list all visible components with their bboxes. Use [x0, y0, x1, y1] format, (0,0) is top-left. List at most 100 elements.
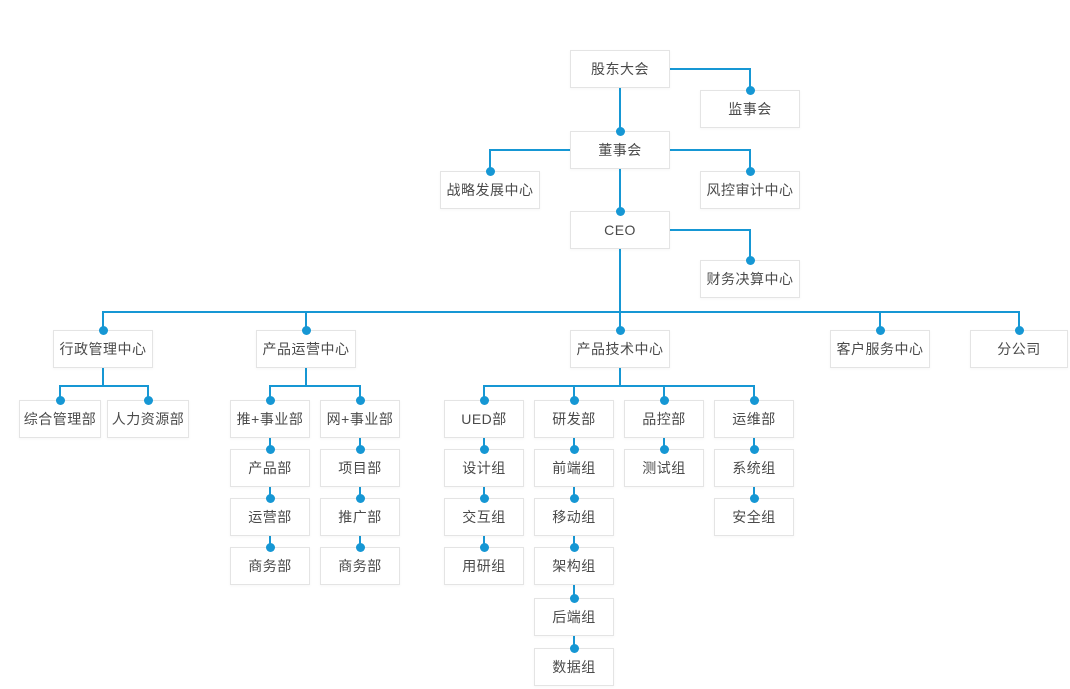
org-node-label: CEO [604, 222, 636, 238]
connector-segment [489, 149, 491, 171]
connector-segment [619, 88, 621, 131]
connector-dot [659, 444, 669, 454]
connector-dot [265, 493, 275, 503]
connector-segment [619, 368, 621, 386]
org-node-label: 行政管理中心 [59, 341, 147, 357]
connector-segment [573, 438, 575, 449]
org-node-label: UED部 [461, 411, 507, 427]
connector-segment [269, 487, 271, 498]
connector-dot [569, 395, 579, 405]
org-node-backend: 后端组 [534, 598, 614, 636]
org-node-business_wang: 商务部 [320, 547, 400, 585]
connector-dot [1014, 325, 1024, 335]
connector-segment [483, 385, 485, 400]
org-node-wang: 网+事业部 [320, 400, 400, 438]
org-node-label: 品控部 [642, 411, 686, 427]
connector-segment [483, 487, 485, 498]
org-node-promotion: 推广部 [320, 498, 400, 536]
connector-dot [479, 395, 489, 405]
org-node-mobile: 移动组 [534, 498, 614, 536]
org-node-frontend: 前端组 [534, 449, 614, 487]
org-node-label: 设计组 [462, 460, 506, 476]
org-node-strategy: 战略发展中心 [440, 171, 540, 209]
org-node-label: 用研组 [462, 558, 506, 574]
connector-segment [483, 385, 755, 387]
connector-segment [59, 385, 149, 387]
org-node-tech: 产品技术中心 [570, 330, 670, 368]
org-node-label: 风控审计中心 [706, 182, 794, 198]
org-node-research: 用研组 [444, 547, 524, 585]
org-node-label: 研发部 [552, 411, 596, 427]
org-node-label: 运营部 [248, 509, 292, 525]
connector-segment [619, 311, 621, 330]
connector-segment [305, 311, 307, 330]
org-node-label: 后端组 [552, 609, 596, 625]
connector-dot [615, 325, 625, 335]
org-node-label: 项目部 [338, 460, 382, 476]
org-node-label: 战略发展中心 [446, 182, 534, 198]
connector-segment [753, 438, 755, 449]
org-node-label: 移动组 [552, 509, 596, 525]
connector-dot [745, 85, 755, 95]
org-node-qc: 品控部 [624, 400, 704, 438]
connector-segment [359, 385, 361, 400]
connector-dot [479, 493, 489, 503]
connector-dot [749, 493, 759, 503]
connector-dot [749, 444, 759, 454]
org-node-security: 安全组 [714, 498, 794, 536]
connector-segment [269, 536, 271, 547]
connector-segment [102, 311, 104, 330]
org-node-rd: 研发部 [534, 400, 614, 438]
connector-segment [573, 385, 575, 400]
connector-dot [615, 206, 625, 216]
connector-dot [569, 444, 579, 454]
connector-segment [102, 368, 104, 386]
connector-segment [663, 385, 665, 400]
org-node-ceo: CEO [570, 211, 670, 249]
connector-dot [485, 166, 495, 176]
org-node-supervisory: 监事会 [700, 90, 800, 128]
org-node-label: 商务部 [338, 558, 382, 574]
connector-dot [355, 493, 365, 503]
org-node-system: 系统组 [714, 449, 794, 487]
connector-segment [619, 169, 621, 211]
org-node-board: 董事会 [570, 131, 670, 169]
org-node-testing: 测试组 [624, 449, 704, 487]
org-node-label: 系统组 [732, 460, 776, 476]
connector-segment [669, 68, 751, 70]
connector-dot [569, 643, 579, 653]
connector-segment [749, 68, 751, 90]
org-node-label: 股东大会 [591, 61, 649, 77]
connector-segment [879, 311, 881, 330]
org-node-shareholders: 股东大会 [570, 50, 670, 88]
org-node-label: 监事会 [728, 101, 772, 117]
org-node-tui: 推+事业部 [230, 400, 310, 438]
org-node-label: 网+事业部 [326, 411, 394, 427]
connector-dot [659, 395, 669, 405]
connector-segment [669, 149, 751, 151]
connector-dot [745, 255, 755, 265]
org-node-business_tui: 商务部 [230, 547, 310, 585]
connector-segment [359, 487, 361, 498]
org-node-branch: 分公司 [970, 330, 1068, 368]
connector-dot [355, 395, 365, 405]
connector-segment [1018, 311, 1020, 330]
connector-segment [359, 438, 361, 449]
org-node-label: 测试组 [642, 460, 686, 476]
org-node-general: 综合管理部 [19, 400, 101, 438]
org-node-label: 客户服务中心 [836, 341, 924, 357]
connector-dot [875, 325, 885, 335]
connector-dot [143, 395, 153, 405]
org-node-label: 前端组 [552, 460, 596, 476]
connector-segment [573, 585, 575, 598]
connector-segment [663, 438, 665, 449]
org-node-label: 产品运营中心 [262, 341, 350, 357]
connector-dot [569, 593, 579, 603]
connector-segment [269, 385, 271, 400]
connector-dot [479, 542, 489, 552]
org-node-ops: 产品运营中心 [256, 330, 356, 368]
org-node-hr: 人力资源部 [107, 400, 189, 438]
connector-segment [669, 229, 751, 231]
org-node-label: 产品部 [248, 460, 292, 476]
